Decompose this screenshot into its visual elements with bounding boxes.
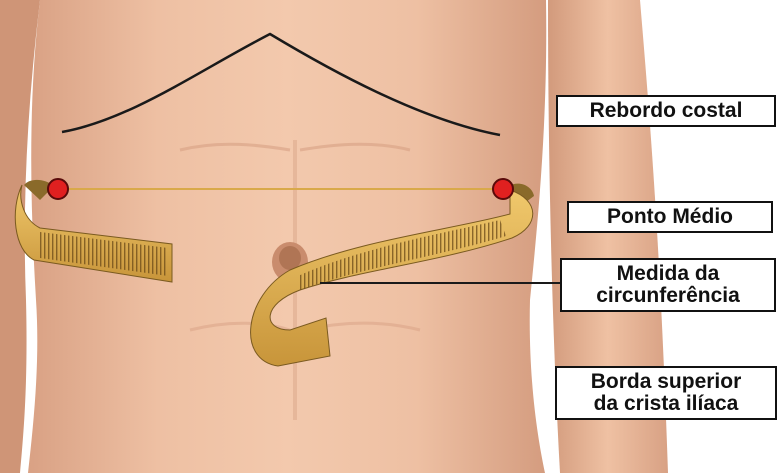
label-medida-circunferencia: Medida da circunferência: [560, 258, 776, 312]
right-midpoint-marker: [493, 179, 513, 199]
label-rebordo-costal: Rebordo costal: [556, 95, 776, 127]
label-ponto-medio: Ponto Médio: [567, 201, 773, 233]
left-midpoint-marker: [48, 179, 68, 199]
label-borda-superior: Borda superior da crista ilíaca: [555, 366, 777, 420]
